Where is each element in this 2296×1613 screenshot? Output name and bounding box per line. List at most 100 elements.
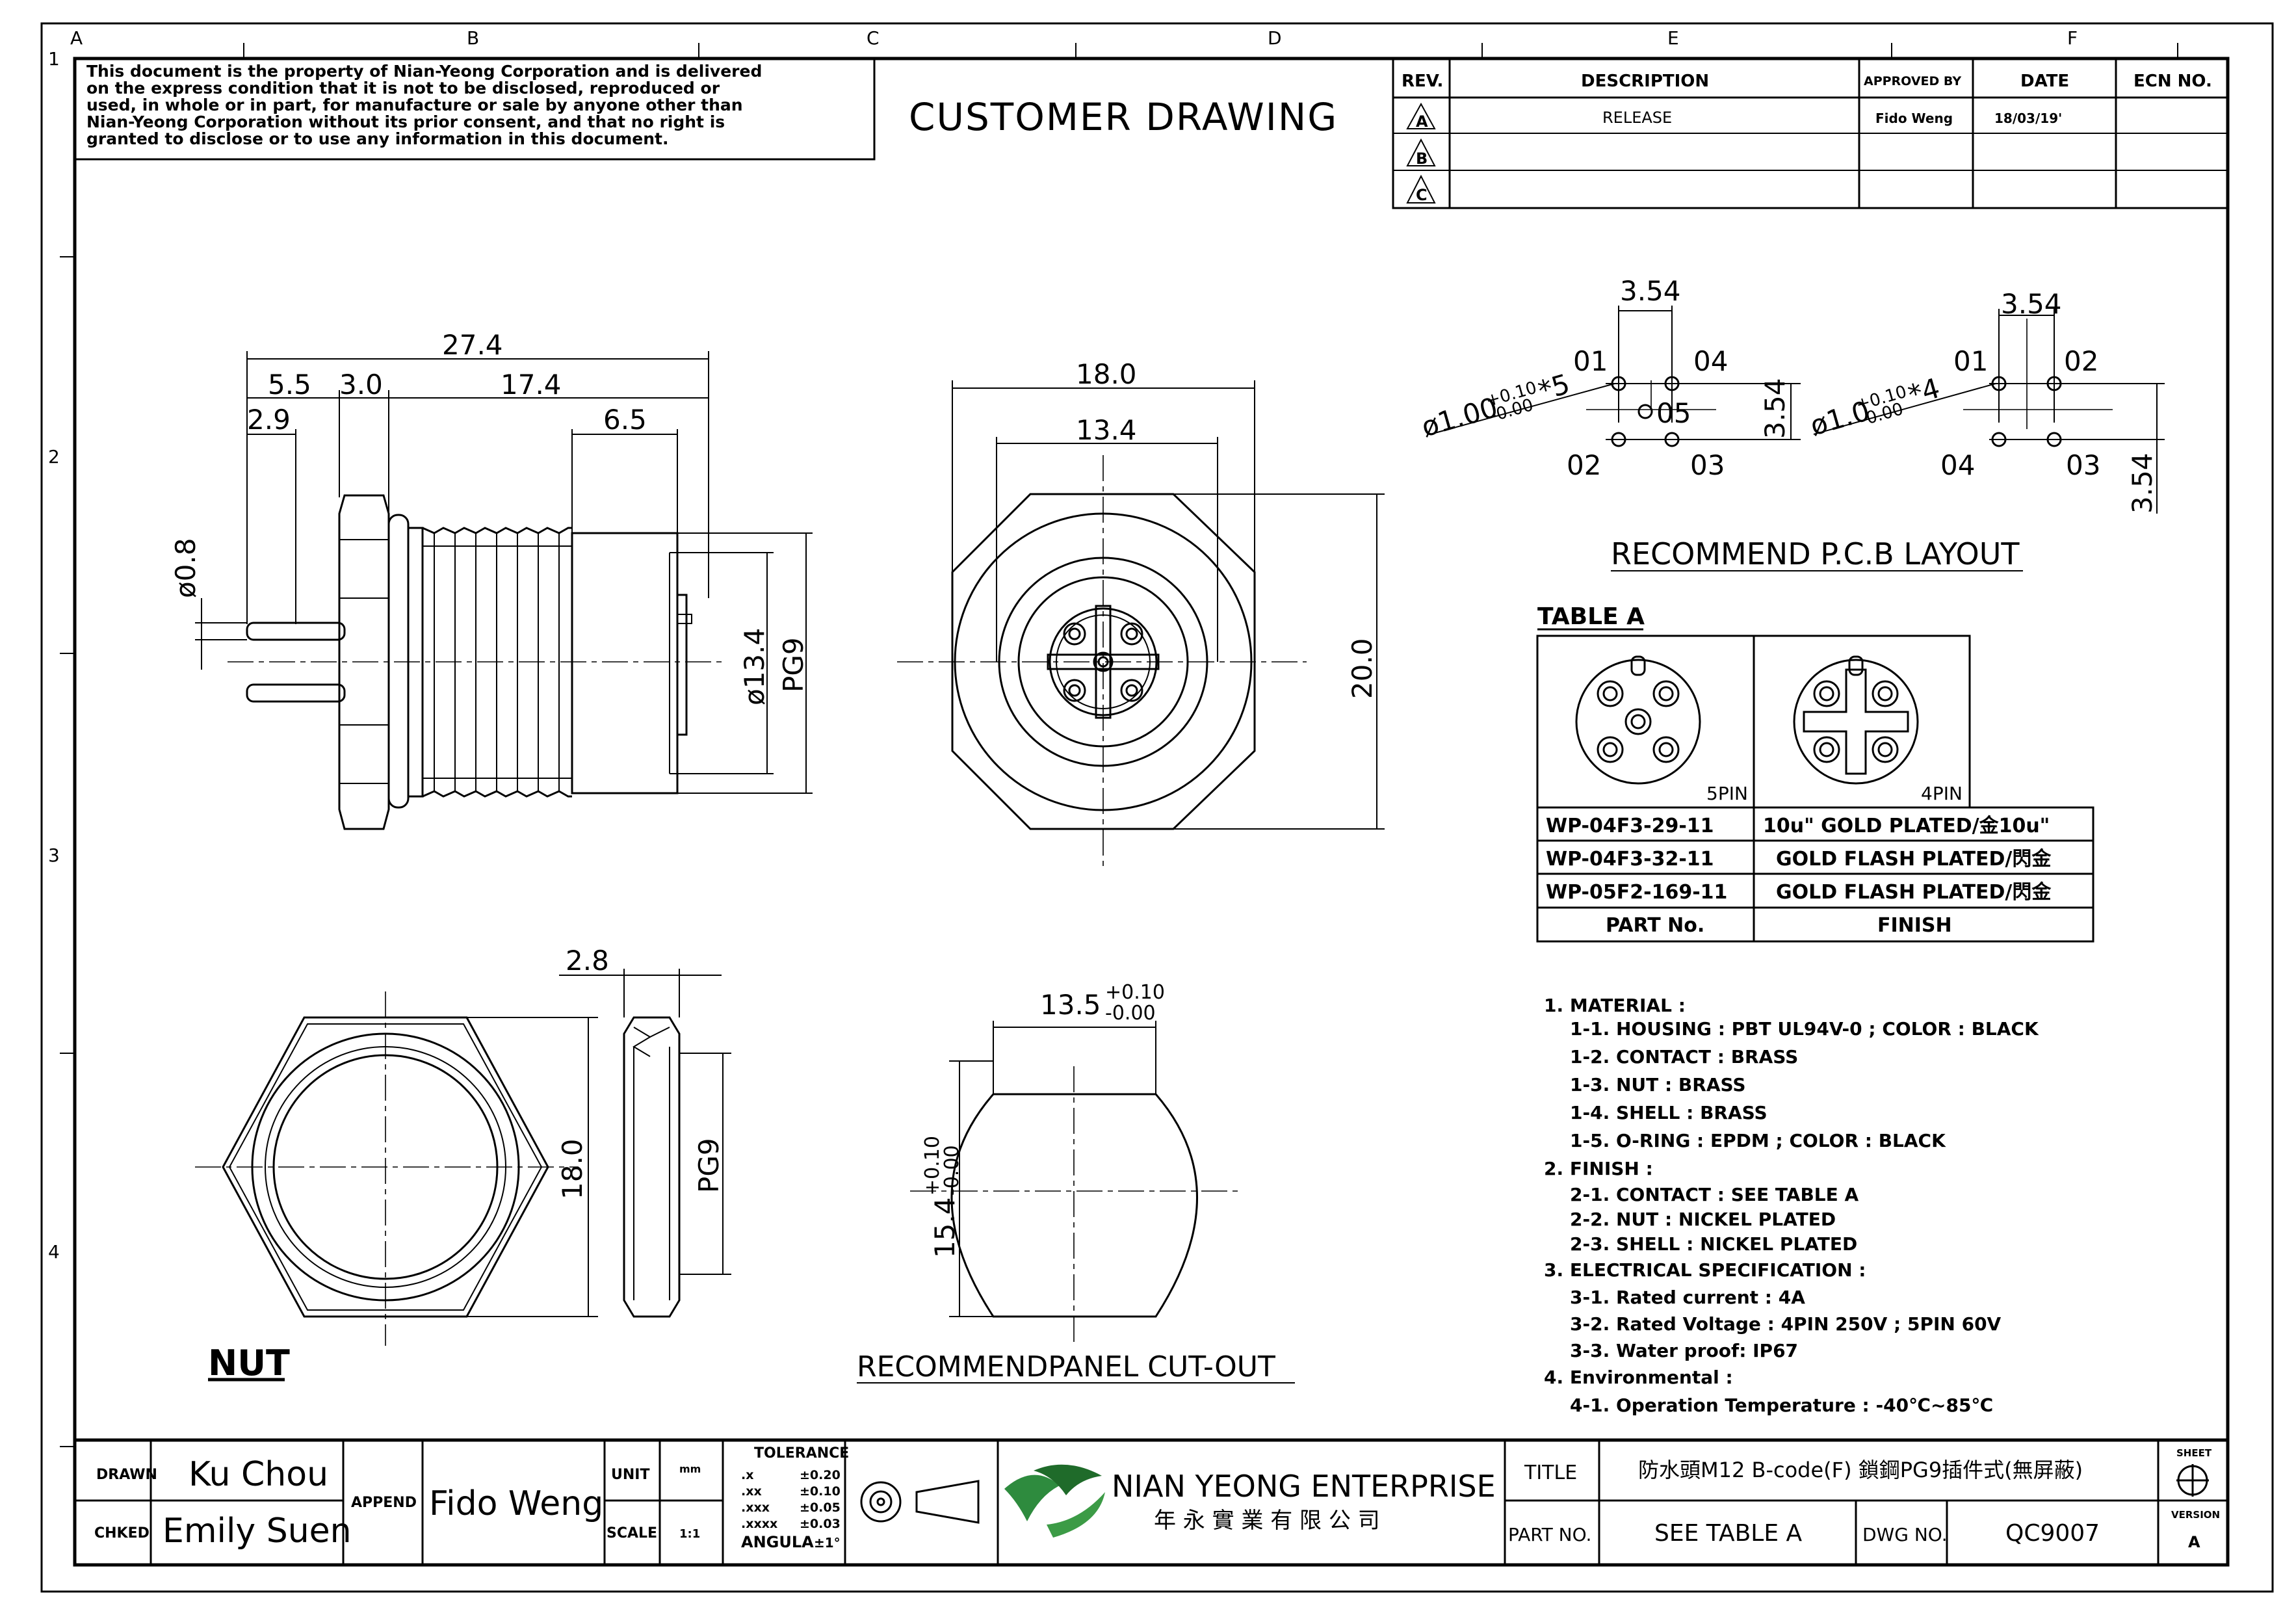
note-line: 4. Environmental :	[1544, 1367, 1733, 1388]
pcb5-spacing-side: 3.54	[1759, 378, 1791, 439]
dim-side-a: 5.5	[268, 369, 311, 400]
zone-labels: A B C D E F 1 2 3 4	[48, 27, 2078, 1263]
note-line: 1. MATERIAL :	[1544, 995, 1686, 1016]
tb-part-label: PART NO.	[1508, 1524, 1591, 1545]
dim-nut-thread: PG9	[693, 1138, 725, 1193]
dim-front-height: 20.0	[1346, 638, 1378, 699]
tb-tol-v: ±0.03	[800, 1517, 841, 1531]
note-line: 1-5. O-RING : EPDM ; COLOR : BLACK	[1570, 1130, 1946, 1151]
rev-header-description: DESCRIPTION	[1581, 72, 1709, 91]
tb-tol-k: .xxxx	[741, 1517, 777, 1531]
dim-side-total: 27.4	[442, 329, 503, 361]
dim-cutout-height: 15.4	[929, 1197, 961, 1258]
sheet-target-icon	[2176, 1464, 2209, 1497]
tb-drawn: Ku Chou	[189, 1455, 328, 1494]
rev-b: B	[1416, 150, 1428, 168]
zone-col-c: C	[867, 27, 880, 49]
notice-text: This document is the property of Nian-Ye…	[86, 62, 762, 148]
notice-line: Nian-Yeong Corporation without its prior…	[86, 112, 725, 131]
notice-line: used, in whole or in part, for manufactu…	[86, 96, 743, 114]
dim-side-thread: PG9	[777, 637, 809, 692]
pcb5-pin-03: 03	[1690, 449, 1725, 481]
pcb4-pin-01: 01	[1953, 345, 1988, 377]
tb-unit: mm	[679, 1463, 701, 1475]
pcb-5pin: 3.54 3.54 ø1.00 +0.10 -0.00 *5 01 04 05 …	[1418, 275, 1801, 481]
dim-side-d: 2.9	[247, 404, 291, 436]
tb-sheet-label: SHEET	[2176, 1447, 2212, 1459]
table-a-part-3: WP-05F2-169-11	[1546, 881, 1727, 904]
tb-scale-label: SCALE	[607, 1525, 657, 1541]
tb-version: A	[2188, 1533, 2200, 1551]
tb-tolerance-title: TOLERANCE	[754, 1445, 849, 1462]
pcb5-pin-04: 04	[1693, 345, 1728, 377]
rev-header-date: DATE	[2020, 72, 2069, 91]
pcb4-pin-02: 02	[2064, 345, 2098, 377]
notice-box	[73, 57, 876, 161]
dim-side-e: 6.5	[603, 404, 647, 436]
tb-part: SEE TABLE A	[1654, 1520, 1803, 1547]
tb-append: Fido Weng	[429, 1484, 603, 1523]
tb-version-label: VERSION	[2171, 1509, 2220, 1521]
note-line: 1-1. HOUSING : PBT UL94V-0 ; COLOR : BLA…	[1570, 1018, 2039, 1040]
dim-cutout-width: 13.5	[1040, 989, 1101, 1021]
pcb4-spacing-top: 3.54	[2001, 288, 2062, 320]
tb-tol-v: ±0.05	[800, 1501, 841, 1515]
table-a: TABLE A 5PIN	[1536, 603, 2094, 943]
cutout-caption: RECOMMENDPANEL CUT-OUT	[857, 1350, 1275, 1384]
table-a-col-part: PART No.	[1606, 914, 1704, 937]
tb-tol-k: .xxx	[741, 1501, 770, 1515]
tb-append-label: APPEND	[351, 1495, 417, 1511]
note-line: 2. FINISH :	[1544, 1158, 1653, 1179]
note-line: 3-2. Rated Voltage : 4PIN 250V ; 5PIN 60…	[1570, 1313, 2002, 1335]
dim-side-c: 17.4	[501, 369, 562, 400]
table-a-col-finish: FINISH	[1877, 914, 1952, 937]
notes: 1. MATERIAL : 1-1. HOUSING : PBT UL94V-0…	[1544, 995, 2039, 1416]
tb-checked: Emily Suen	[163, 1512, 352, 1551]
pcb-4pin: 3.54 3.54 ø1.0 +0.10 -0.00 *4 01 02 04 0…	[1807, 288, 2165, 514]
pcb4-pin-04: 04	[1940, 449, 1975, 481]
pcb5-hole-count: *5	[1535, 368, 1573, 407]
dim-front-outer: 18.0	[1076, 358, 1137, 390]
zone-row-4: 4	[48, 1241, 60, 1263]
pcb5-pin-01: 01	[1573, 345, 1608, 377]
table-a-finish-3: GOLD FLASH PLATED/閃金	[1776, 881, 2052, 904]
rev-c: C	[1416, 186, 1428, 204]
pcb4-spacing-side: 3.54	[2126, 452, 2158, 514]
dim-side-b: 3.0	[339, 369, 383, 400]
tb-drawn-label: DRAWN	[96, 1467, 157, 1483]
side-view: 27.4 5.5 3.0 17.4 2.9 6.5 ø0.8 ø13.4 PG9	[170, 329, 813, 830]
tb-tol-k: .xx	[741, 1484, 762, 1499]
title-block: DRAWN CHKED APPEND UNIT SCALE mm 1:1 SHE…	[73, 1438, 2230, 1567]
notice-line: granted to disclose or to use any inform…	[86, 129, 669, 148]
dim-cutout-height-down: -0.00	[941, 1145, 963, 1196]
rev-a: A	[1416, 112, 1428, 131]
tb-dwg-label: DWG NO.	[1862, 1524, 1948, 1545]
note-line: 1-4. SHELL : BRASS	[1570, 1102, 1768, 1123]
pcb-layout: 3.54 3.54 ø1.00 +0.10 -0.00 *5 01 04 05 …	[1418, 275, 2165, 571]
notice-line: This document is the property of Nian-Ye…	[86, 62, 762, 81]
note-line: 3. ELECTRICAL SPECIFICATION :	[1544, 1259, 1866, 1281]
tb-dwg: QC9007	[2005, 1520, 2100, 1547]
tb-company: NIAN YEONG ENTERPRISE	[1112, 1469, 1496, 1504]
pcb-caption: RECOMMEND P.C.B LAYOUT	[1611, 536, 2020, 571]
company-logo-icon	[1004, 1464, 1105, 1538]
pcb5-pin-05: 05	[1656, 397, 1691, 429]
tb-tol-k: ANGULA	[741, 1533, 814, 1551]
zone-col-d: D	[1268, 27, 1282, 49]
zone-row-3: 3	[48, 845, 60, 866]
table-a-title: TABLE A	[1537, 603, 1645, 630]
dim-nut-size: 18.0	[556, 1138, 588, 1200]
note-line: 2-2. NUT : NICKEL PLATED	[1570, 1209, 1836, 1230]
tb-company-cn: 年 永 實 業 有 限 公 司	[1154, 1508, 1380, 1534]
dim-side-body: ø13.4	[738, 628, 770, 705]
rev-header-ecn: ECN NO.	[2133, 72, 2212, 91]
note-line: 1-3. NUT : BRASS	[1570, 1074, 1746, 1095]
tb-unit-label: UNIT	[611, 1467, 649, 1483]
tb-checked-label: CHKED	[94, 1525, 150, 1541]
pcb4-hole-count: *4	[1905, 372, 1943, 411]
zone-col-b: B	[467, 27, 479, 49]
tb-title-label: TITLE	[1524, 1462, 1577, 1484]
note-line: 3-1. Rated current : 4A	[1570, 1287, 1805, 1308]
note-line: 4-1. Operation Temperature : -40℃~85℃	[1570, 1395, 1993, 1416]
dim-cutout-width-up: +0.10	[1105, 981, 1165, 1004]
